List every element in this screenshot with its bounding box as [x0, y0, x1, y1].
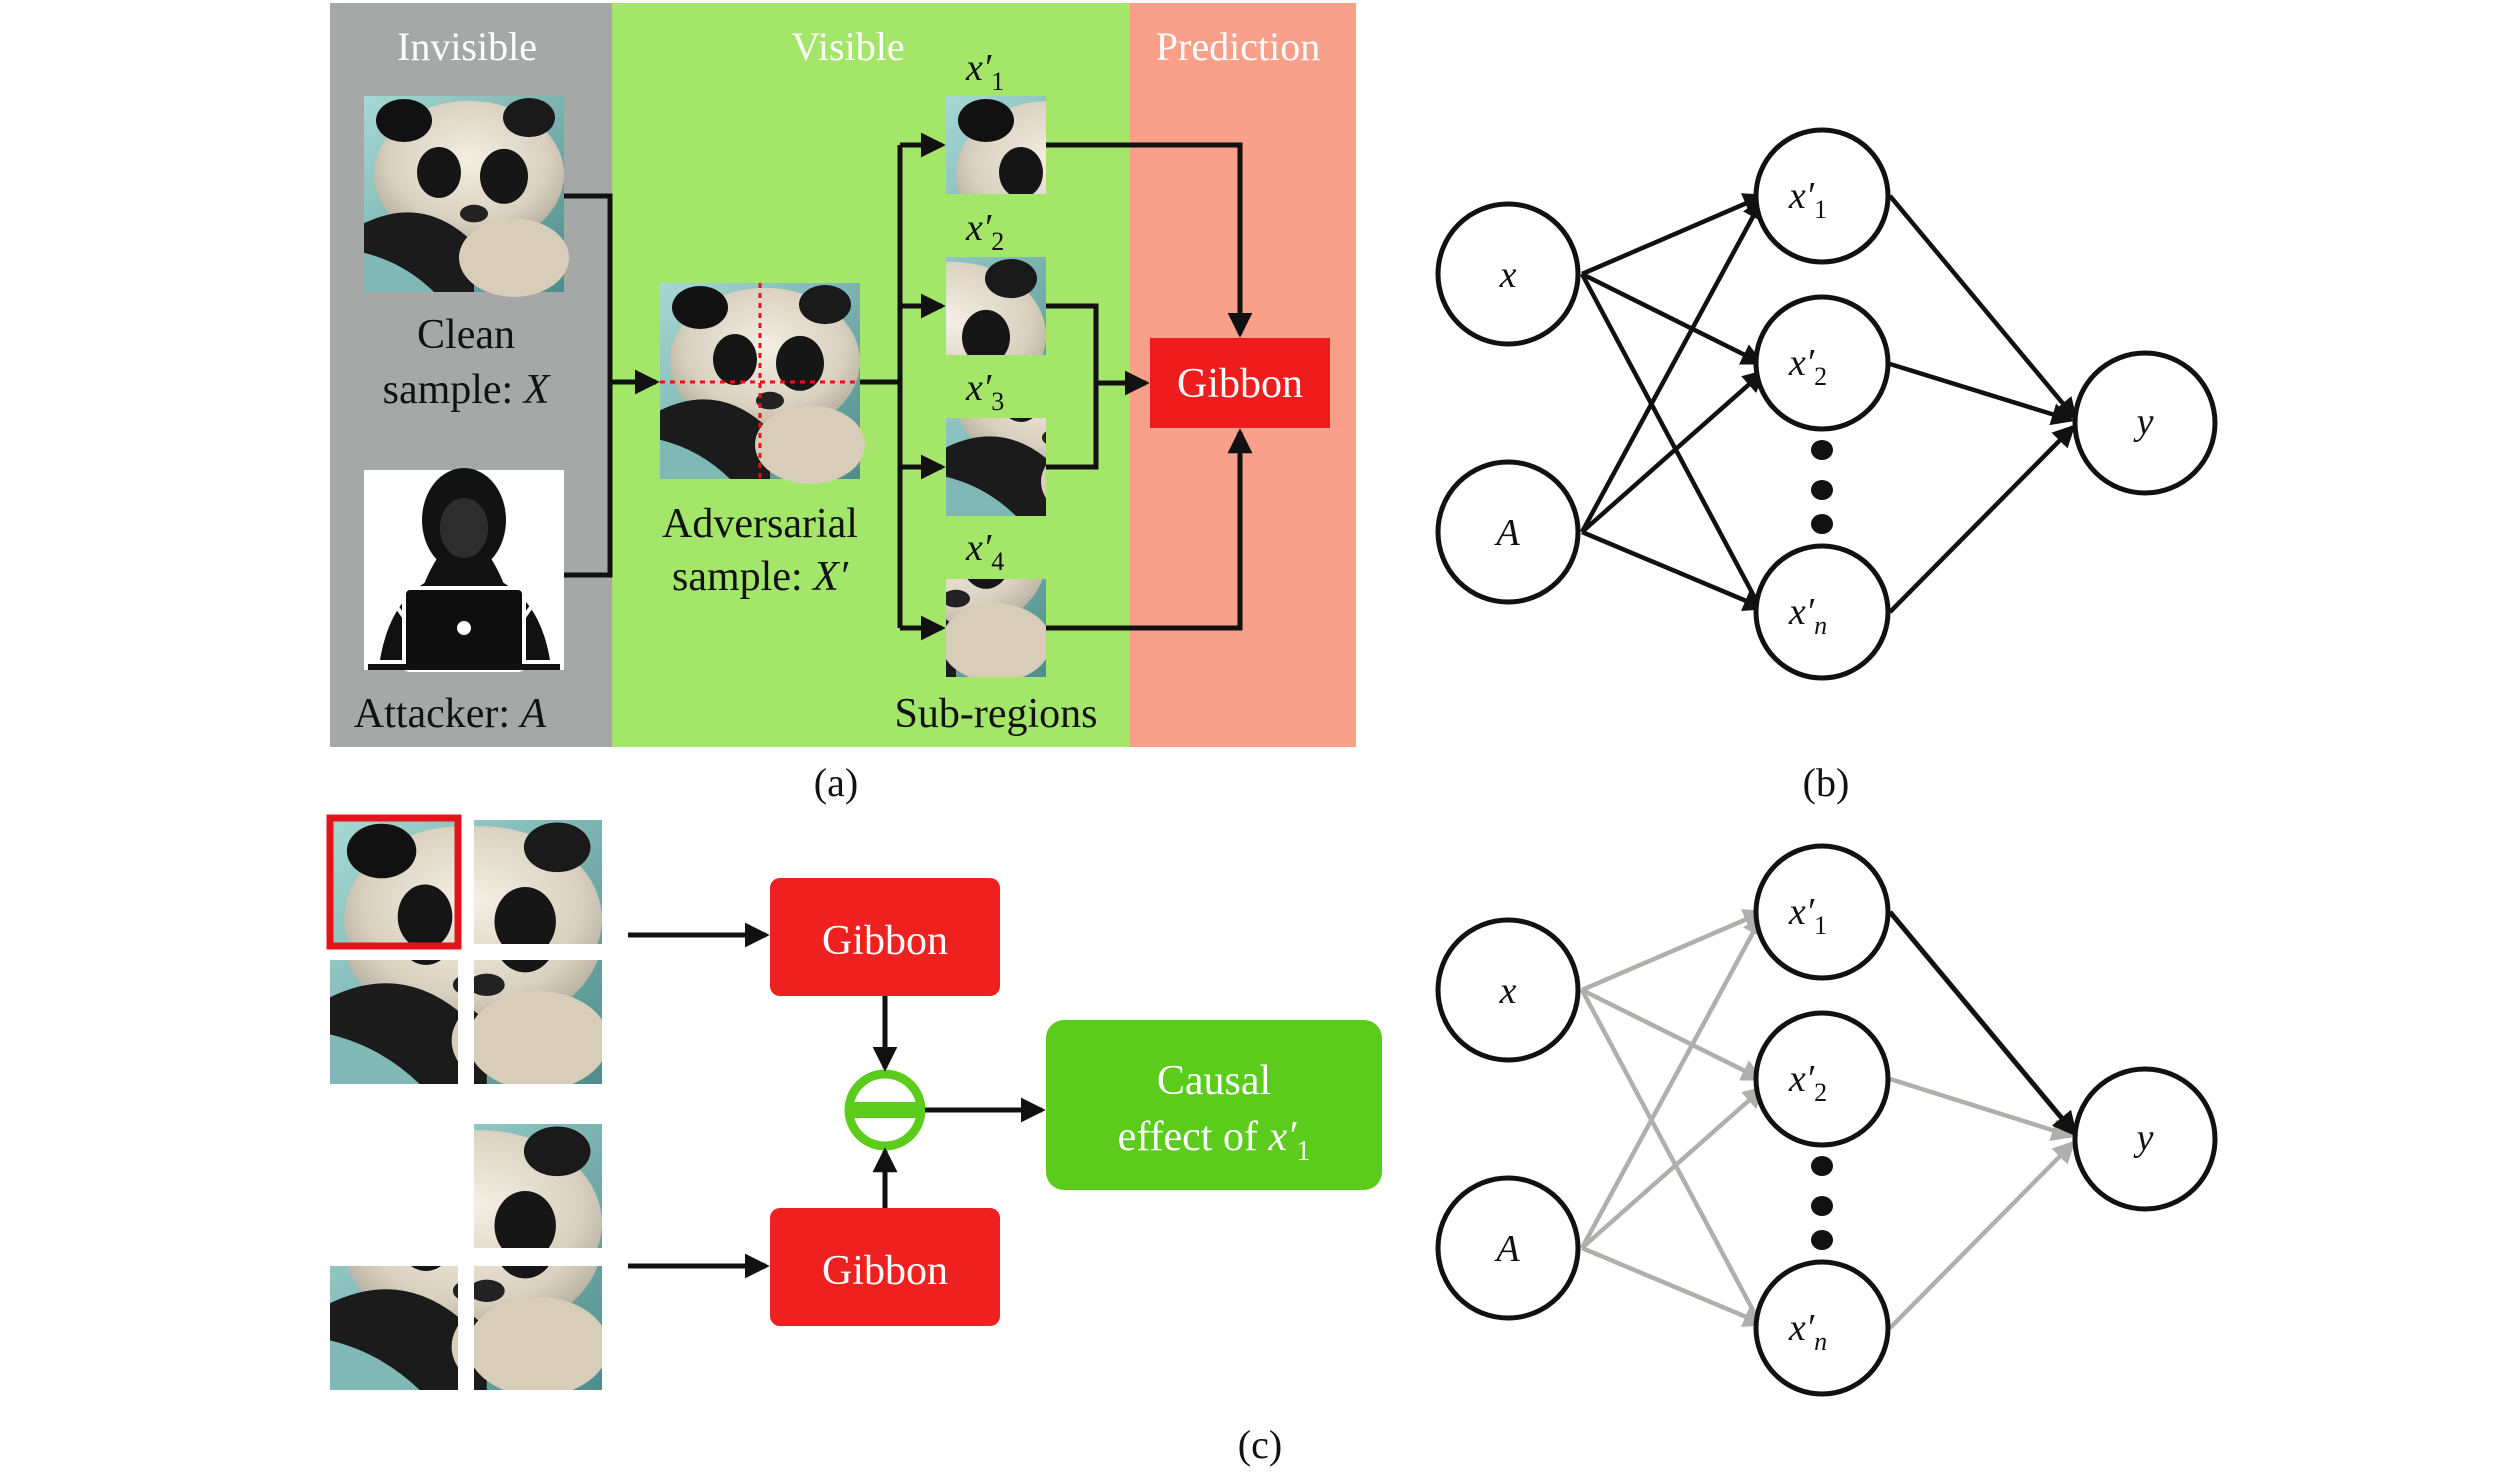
- node-label-xn-c: x′n: [1788, 1307, 1827, 1356]
- caption-a: (a): [814, 760, 858, 805]
- node-label-xn-b: x′n: [1788, 591, 1827, 640]
- panel-b-ellipsis: [1811, 440, 1833, 534]
- tile-2-to-gibbon-line: [1046, 303, 1099, 383]
- subtract-operator: [844, 1069, 926, 1151]
- panel-c-node-labels: x A x′1 x′2 x′n y: [1493, 891, 2153, 1356]
- panel-c-graph: x A x′1 x′2 x′n y: [1435, 843, 2218, 1397]
- node-xn-b: [1753, 543, 1891, 681]
- tile-3-to-gibbon-line: [1046, 383, 1099, 470]
- node-x-b: [1435, 201, 1581, 347]
- node-A-b: [1435, 459, 1581, 605]
- grid-ablated: [330, 1124, 602, 1390]
- causal-effect-line1: Causal: [1157, 1058, 1271, 1104]
- gibbon-label-top: Gibbon: [822, 918, 948, 964]
- caption-b: (b): [1803, 760, 1850, 805]
- subregion-label-2: x′2: [965, 207, 1004, 256]
- zone-label-visible: Visible: [791, 24, 904, 69]
- clean-sample-label-line1: Clean: [417, 312, 515, 358]
- node-label-x2-c: x′2: [1788, 1058, 1827, 1107]
- zone-label-invisible: Invisible: [397, 24, 537, 69]
- attacker-image: [364, 468, 564, 672]
- caption-c: (c): [1238, 1422, 1282, 1467]
- clean-sample-image: [364, 96, 569, 297]
- node-x2-c: [1753, 1010, 1891, 1148]
- node-label-A-b: A: [1493, 512, 1520, 554]
- gibbon-box-a: [1150, 338, 1330, 428]
- subregion-label-4: x′4: [965, 527, 1004, 576]
- gibbon-box-top: [770, 878, 1000, 996]
- panel-c-faded-edges: [1580, 909, 2076, 1332]
- attacker-label: Attacker: A: [354, 691, 547, 737]
- zone-label-prediction: Prediction: [1156, 24, 1320, 69]
- attacker-to-merge-line: [564, 382, 613, 578]
- node-y-b: [2072, 350, 2218, 496]
- panel-a-connectors: [564, 132, 1253, 641]
- node-label-x2-b: x′2: [1788, 342, 1827, 391]
- node-x1-c: [1753, 843, 1891, 981]
- panel-c-nodes: [1435, 843, 2218, 1397]
- x1-to-y-edge: [1888, 910, 2078, 1137]
- causal-effect-box: [1046, 1020, 1382, 1190]
- adversarial-sample-image: [660, 283, 865, 484]
- node-label-x1-b: x′1: [1788, 175, 1827, 224]
- gibbon-label-bottom: Gibbon: [822, 1248, 948, 1294]
- subregion-label-1: x′1: [965, 47, 1004, 96]
- causal-effect-line2: effect of x′1: [1118, 1114, 1311, 1167]
- node-label-x1-c: x′1: [1788, 891, 1827, 940]
- adversarial-label-line1: Adversarial: [662, 501, 858, 547]
- node-x-c: [1435, 917, 1581, 1063]
- node-A-c: [1435, 1175, 1581, 1321]
- node-xn-c: [1753, 1259, 1891, 1397]
- tile-4-to-gibbon-arrow: [1046, 428, 1253, 631]
- panel-c-connectors: [628, 922, 1046, 1279]
- subregions-label: Sub-regions: [895, 691, 1098, 737]
- panel-c: Gibbon Gibbon Causal effect of x′1: [326, 814, 1382, 1390]
- panel-a: Invisible Visible Prediction Clean sampl…: [330, 3, 1356, 805]
- panel-b: x A x′1 x′2 x′n y (b): [1435, 127, 2218, 805]
- node-y-c: [2072, 1066, 2218, 1212]
- adversarial-label-line2: sample: X′: [672, 554, 849, 600]
- gibbon-label-a: Gibbon: [1177, 361, 1303, 407]
- panel-c-ellipsis: [1811, 1156, 1833, 1250]
- node-label-x-b: x: [1499, 254, 1517, 296]
- grid-full: [326, 814, 602, 1084]
- subregion-label-3: x′3: [965, 367, 1004, 416]
- panel-b-edges: [1580, 193, 2078, 616]
- node-x1-b: [1753, 127, 1891, 265]
- panel-b-node-labels: x A x′1 x′2 x′n y: [1493, 175, 2153, 640]
- node-label-x-c: x: [1499, 970, 1517, 1012]
- clean-to-merge-line: [564, 193, 613, 382]
- gibbon-box-bottom: [770, 1208, 1000, 1326]
- panel-b-nodes: [1435, 127, 2218, 681]
- node-x2-b: [1753, 294, 1891, 432]
- clean-sample-label-line2: sample: X: [383, 367, 552, 413]
- node-label-y-c: y: [2133, 1117, 2154, 1159]
- tile-1-to-gibbon-arrow: [1046, 142, 1253, 338]
- node-label-y-b: y: [2133, 401, 2154, 443]
- node-label-A-c: A: [1493, 1228, 1520, 1270]
- highlight-frame: [326, 814, 462, 950]
